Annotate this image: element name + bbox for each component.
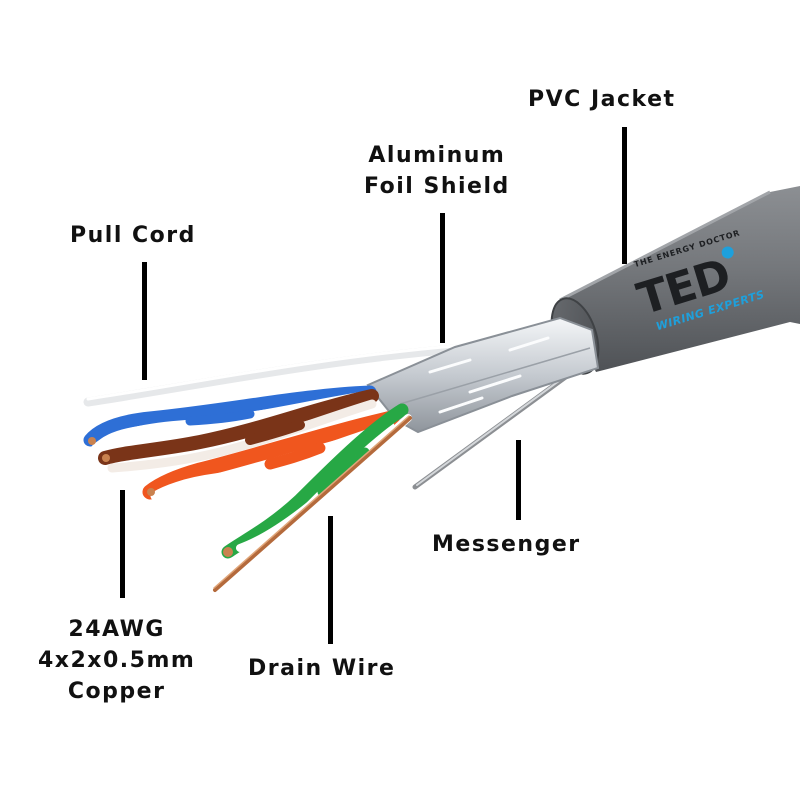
logo-dot-icon — [721, 246, 734, 259]
leader-line-drain-wire — [328, 516, 333, 644]
brown-pair — [98, 389, 379, 465]
label-aluminum-foil-shield: Aluminum Foil Shield — [364, 143, 510, 199]
leader-line-pvc-jacket — [622, 127, 627, 264]
orange-pair — [142, 410, 400, 500]
aluminum-foil-shield — [366, 316, 600, 434]
green-pair — [221, 403, 409, 559]
label-drain-wire: Drain Wire — [248, 656, 396, 681]
leader-line-pull-cord — [142, 262, 147, 380]
twisted-pairs — [83, 385, 412, 559]
label-pvc-jacket: PVC Jacket — [528, 87, 676, 112]
label-conductor: 24AWG 4x2x0.5mm Copper — [38, 617, 196, 704]
leader-line-conductor — [120, 490, 125, 598]
blue-pair — [83, 385, 377, 447]
drain-wire — [213, 415, 412, 592]
leader-line-foil-shield — [440, 213, 445, 343]
pull-cord — [83, 331, 565, 407]
label-messenger: Messenger — [432, 532, 581, 557]
leader-line-messenger — [516, 440, 521, 520]
label-pull-cord: Pull Cord — [70, 223, 196, 248]
